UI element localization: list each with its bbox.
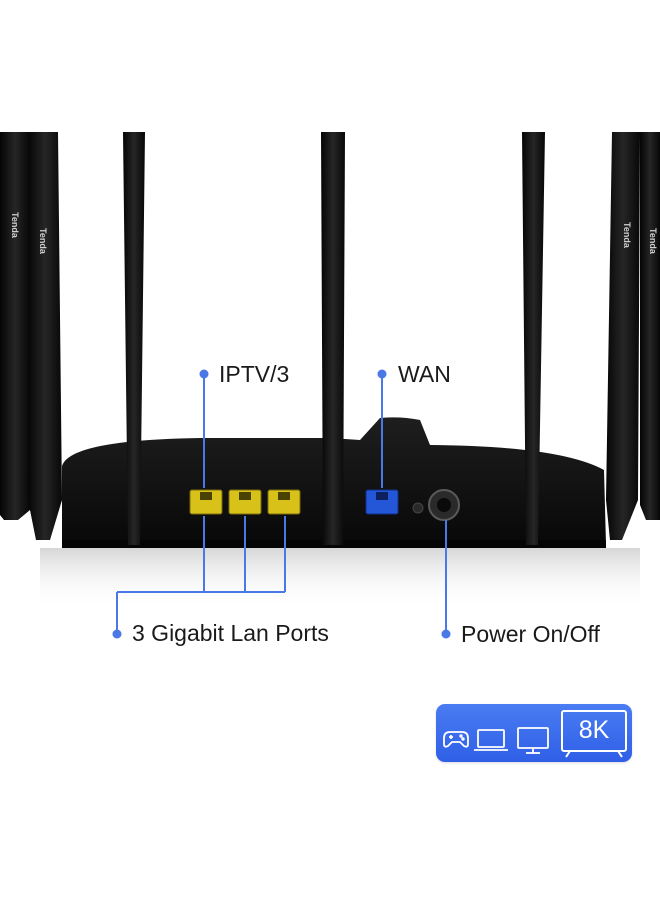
svg-text:Tenda: Tenda <box>622 222 632 249</box>
reflection <box>40 548 640 608</box>
antenna-4 <box>522 132 545 545</box>
callout-iptv: IPTV/3 <box>219 361 290 387</box>
resolution-label: 8K <box>578 716 610 744</box>
antenna-right-inner <box>606 132 640 540</box>
antenna-left-inner <box>28 132 62 540</box>
tv-icon <box>561 710 627 758</box>
reset-button <box>412 502 424 514</box>
svg-text:Tenda: Tenda <box>648 228 658 255</box>
svg-text:Tenda: Tenda <box>10 212 20 239</box>
callout-wan: WAN <box>398 361 451 387</box>
antenna-3 <box>321 132 345 545</box>
antenna-2 <box>123 132 145 545</box>
callout-lan-ports: 3 Gigabit Lan Ports <box>132 620 329 646</box>
laptop-icon <box>474 729 508 751</box>
callout-power: Power On/Off <box>461 621 600 647</box>
device-compatibility-badge: 8K <box>436 704 632 762</box>
antenna-right-outer <box>640 132 660 520</box>
lan-ports <box>189 489 301 515</box>
antenna-left-outer <box>0 132 30 520</box>
gamepad-icon <box>443 731 469 748</box>
wan-port <box>365 489 399 515</box>
svg-text:Tenda: Tenda <box>38 228 48 255</box>
monitor-icon <box>517 727 549 754</box>
